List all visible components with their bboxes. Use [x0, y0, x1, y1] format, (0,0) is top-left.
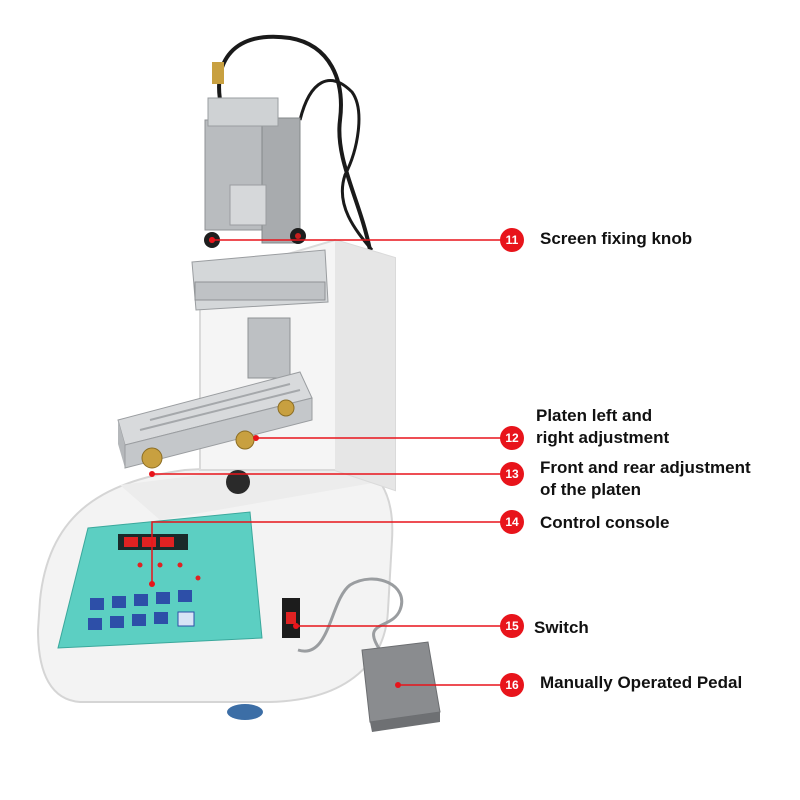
screen-frame-rail — [194, 281, 326, 301]
callout-label-15: Switch — [534, 617, 589, 639]
callout-label-12: Platen left and right adjustment — [536, 405, 669, 449]
callout-number-badge — [500, 426, 524, 450]
air-hose-left — [217, 34, 372, 251]
vertical-slide — [247, 317, 291, 379]
control-console-icon — [57, 511, 263, 649]
callout-anchor-dot — [209, 237, 215, 243]
label-line: Manually Operated Pedal — [540, 673, 743, 692]
callout-number-badge — [500, 510, 524, 534]
callout-layer: 11 12 13 14 15 16 — [149, 228, 524, 697]
callout-label-11: Screen fixing knob — [540, 228, 692, 250]
platen-pivot — [226, 470, 250, 494]
callout-number-text: 16 — [505, 678, 519, 692]
callout-number-badge — [500, 228, 524, 252]
platen-slot-1 — [149, 383, 291, 421]
label-line: of the platen — [540, 480, 642, 499]
print-head-rail — [261, 117, 301, 244]
callout-anchor-dot — [149, 581, 155, 587]
label-line: Platen left and — [536, 406, 653, 425]
brass-fitting — [212, 62, 224, 84]
callout-anchor-dot — [395, 682, 401, 688]
column-side — [335, 240, 395, 490]
callout-leader-line — [151, 521, 512, 584]
screen-holder — [191, 249, 329, 311]
callout-number-badge — [500, 462, 524, 486]
callout-number-text: 12 — [505, 431, 519, 445]
callout-number-text: 15 — [505, 619, 519, 633]
callout-number-text: 11 — [506, 233, 519, 247]
platen-slot-2 — [139, 389, 301, 431]
foot-pedal-icon — [361, 641, 441, 732]
label-line: Switch — [534, 618, 589, 637]
label-line: right adjustment — [536, 428, 670, 447]
callout-anchor-dot — [149, 471, 155, 477]
pad-carrier — [229, 184, 267, 226]
cylinder-block — [207, 97, 279, 127]
callout-number-badge — [500, 614, 524, 638]
platen-side — [124, 397, 313, 469]
platen-knob-icon — [141, 399, 295, 469]
callout-label-16: Manually Operated Pedal — [540, 672, 742, 694]
label-line: Control console — [540, 513, 670, 532]
callout-anchor-dot — [253, 435, 259, 441]
air-hose-right — [298, 79, 374, 251]
base-top-surface — [120, 455, 395, 520]
callout-number-text: 14 — [505, 515, 519, 529]
base-foot — [227, 704, 263, 720]
label-line: Front and rear adjustment — [540, 458, 751, 477]
label-line: Screen fixing knob — [540, 229, 693, 248]
callout-anchor-dot — [293, 623, 299, 629]
platen-front — [118, 420, 125, 468]
callout-label-13: Front and rear adjustment of the platen — [540, 457, 751, 501]
callout-number-badge — [500, 673, 524, 697]
callout-label-14: Control console — [540, 512, 669, 534]
callout-number-text: 13 — [505, 467, 519, 481]
power-switch-icon — [282, 598, 300, 638]
